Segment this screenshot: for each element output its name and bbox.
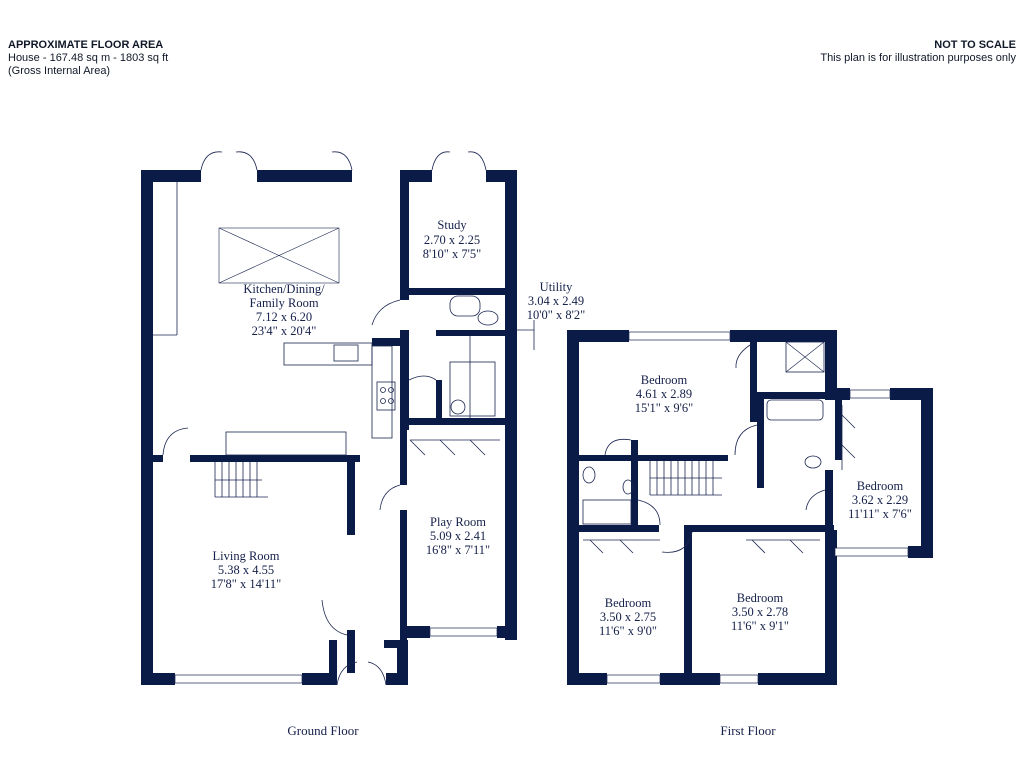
bedroom-1-name: Bedroom xyxy=(641,373,688,387)
kitchen-name-2: Family Room xyxy=(249,296,318,310)
bedroom-2-name: Bedroom xyxy=(857,479,904,493)
bedroom-3-imperial: 11'6" x 9'0" xyxy=(599,624,657,638)
bedroom-4-name: Bedroom xyxy=(737,591,784,605)
floor-area-title: APPROXIMATE FLOOR AREA xyxy=(8,39,164,51)
first-floor-plan: Bedroom 4.61 x 2.89 15'1" x 9'6" Bedroom… xyxy=(567,330,933,738)
first-floor-room-labels: Bedroom 4.61 x 2.89 15'1" x 9'6" Bedroom… xyxy=(599,373,912,638)
scale-title: NOT TO SCALE xyxy=(934,39,1016,51)
playroom-imperial: 16'8" x 7'11" xyxy=(426,543,490,557)
scale-disclaimer: NOT TO SCALE This plan is for illustrati… xyxy=(820,39,1016,65)
bedroom-2-imperial: 11'11" x 7'6" xyxy=(848,507,912,521)
bedroom-1-metric: 4.61 x 2.89 xyxy=(636,387,692,401)
study-metric: 2.70 x 2.25 xyxy=(424,233,480,247)
scale-note: This plan is for illustration purposes o… xyxy=(820,52,1016,64)
ground-floor-room-labels: Kitchen/Dining/ Family Room 7.12 x 6.20 … xyxy=(211,218,585,591)
bedroom-2-metric: 3.62 x 2.29 xyxy=(852,493,908,507)
playroom-name: Play Room xyxy=(430,515,486,529)
bedroom-1-imperial: 15'1" x 9'6" xyxy=(635,401,693,415)
kitchen-name: Kitchen/Dining/ xyxy=(243,282,325,296)
bedroom-4-metric: 3.50 x 2.78 xyxy=(732,605,788,619)
playroom-metric: 5.09 x 2.41 xyxy=(430,529,486,543)
bedroom-3-metric: 3.50 x 2.75 xyxy=(600,610,656,624)
first-floor-fixtures xyxy=(582,331,909,684)
first-floor-walls xyxy=(567,330,933,685)
bedroom-3-name: Bedroom xyxy=(605,596,652,610)
ground-floor-label: Ground Floor xyxy=(287,723,359,738)
ground-floor-fixtures xyxy=(153,151,535,686)
ground-floor-walls xyxy=(141,170,517,685)
living-room-metric: 5.38 x 4.55 xyxy=(218,563,274,577)
first-floor-label: First Floor xyxy=(720,723,776,738)
floor-area-value: House - 167.48 sq m - 1803 sq ft xyxy=(8,52,169,64)
floor-area-note: (Gross Internal Area) xyxy=(8,65,111,77)
study-imperial: 8'10" x 7'5" xyxy=(423,247,481,261)
floor-area-header: APPROXIMATE FLOOR AREA House - 167.48 sq… xyxy=(8,39,168,78)
bedroom-4-imperial: 11'6" x 9'1" xyxy=(731,619,789,633)
living-room-name: Living Room xyxy=(212,549,279,563)
utility-imperial: 10'0" x 8'2" xyxy=(527,308,585,322)
kitchen-metric: 7.12 x 6.20 xyxy=(256,310,312,324)
ground-floor-plan: Kitchen/Dining/ Family Room 7.12 x 6.20 … xyxy=(141,151,585,738)
kitchen-imperial: 23'4" x 20'4" xyxy=(252,324,317,338)
living-room-imperial: 17'8" x 14'11" xyxy=(211,577,282,591)
utility-name: Utility xyxy=(540,280,573,294)
study-name: Study xyxy=(437,218,467,232)
utility-metric: 3.04 x 2.49 xyxy=(528,294,584,308)
